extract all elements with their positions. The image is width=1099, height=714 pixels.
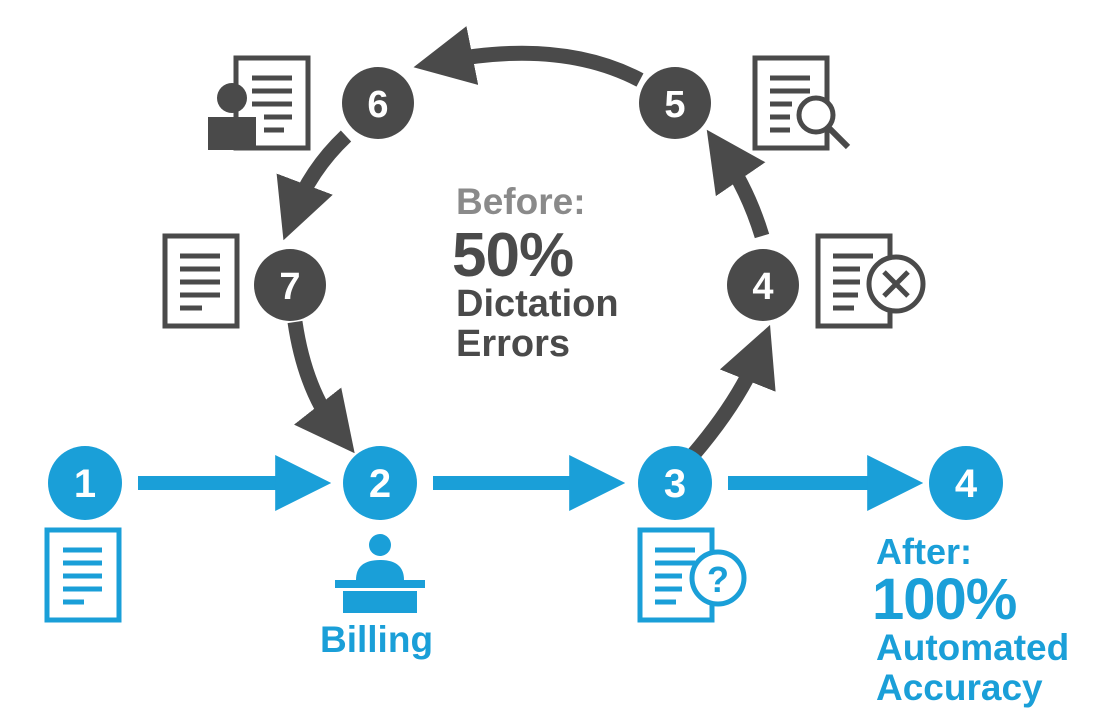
after-line-2: Accuracy bbox=[876, 667, 1043, 708]
document-review-icon bbox=[752, 55, 851, 151]
loop-arrow-6-to-7 bbox=[276, 130, 352, 241]
after-line-1: Automated bbox=[876, 627, 1070, 668]
flow-step-3: 3 bbox=[638, 446, 712, 520]
loop-step-6: 6 bbox=[342, 67, 414, 139]
loop-step-6-number: 6 bbox=[367, 84, 388, 126]
loop-step-4-number: 4 bbox=[752, 266, 773, 308]
loop-step-7-number: 7 bbox=[279, 266, 300, 308]
flow-step-1-number: 1 bbox=[74, 462, 96, 506]
loop-step-4: 4 bbox=[727, 249, 799, 321]
flow-step-4-number: 4 bbox=[955, 462, 978, 506]
svg-text:?: ? bbox=[707, 559, 729, 600]
loop-arrow-3-to-4 bbox=[687, 324, 776, 460]
loop-arrow-5-to-6 bbox=[413, 26, 644, 87]
document-icon bbox=[162, 233, 240, 329]
flow-step-4: 4 bbox=[929, 446, 1003, 520]
document-icon bbox=[44, 527, 122, 623]
person-document-icon bbox=[208, 55, 311, 151]
flow-step-2: 2 bbox=[343, 446, 417, 520]
flow-step-1: 1 bbox=[48, 446, 122, 520]
after-percent: 100% bbox=[872, 567, 1017, 632]
before-percent: 50% bbox=[452, 221, 574, 290]
after-heading: After: bbox=[876, 531, 972, 572]
before-line-2: Errors bbox=[456, 323, 571, 365]
loop-arrow-4-to-5 bbox=[706, 129, 770, 239]
document-rejected-icon bbox=[815, 233, 926, 329]
flow-step-2-number: 2 bbox=[369, 462, 391, 506]
flow-step-3-number: 3 bbox=[664, 462, 686, 506]
loop-step-5-number: 5 bbox=[664, 84, 685, 126]
billing-label: Billing bbox=[320, 619, 434, 660]
loop-step-7: 7 bbox=[254, 249, 326, 321]
loop-arrow-7-to-2 bbox=[287, 320, 355, 454]
before-line-1: Dictation bbox=[456, 283, 619, 325]
loop-step-5: 5 bbox=[639, 67, 711, 139]
before-heading: Before: bbox=[456, 181, 586, 222]
document-question-icon: ? bbox=[637, 527, 747, 623]
billing-desk-icon bbox=[335, 534, 425, 613]
